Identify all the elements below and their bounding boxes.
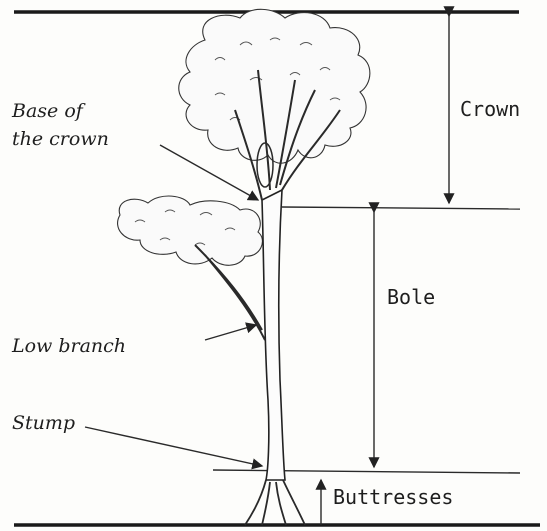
low-branch-leader xyxy=(205,325,256,340)
crown-foliage xyxy=(179,9,370,163)
stump-leader xyxy=(85,427,262,466)
base-of-crown-label-line1: Base of xyxy=(11,100,86,122)
stump-label: Stump xyxy=(12,412,75,434)
buttresses-label: Buttresses xyxy=(333,485,453,509)
buttress-roots xyxy=(245,480,305,525)
ground-reference-line xyxy=(213,470,520,473)
low-branch-label: Low branch xyxy=(11,335,126,357)
bole-label: Bole xyxy=(387,285,435,309)
low-branch-foliage xyxy=(118,196,263,265)
crown-base-reference-line xyxy=(282,207,520,209)
crown-label: Crown xyxy=(460,97,520,121)
base-of-crown-label-line2: the crown xyxy=(12,128,109,150)
